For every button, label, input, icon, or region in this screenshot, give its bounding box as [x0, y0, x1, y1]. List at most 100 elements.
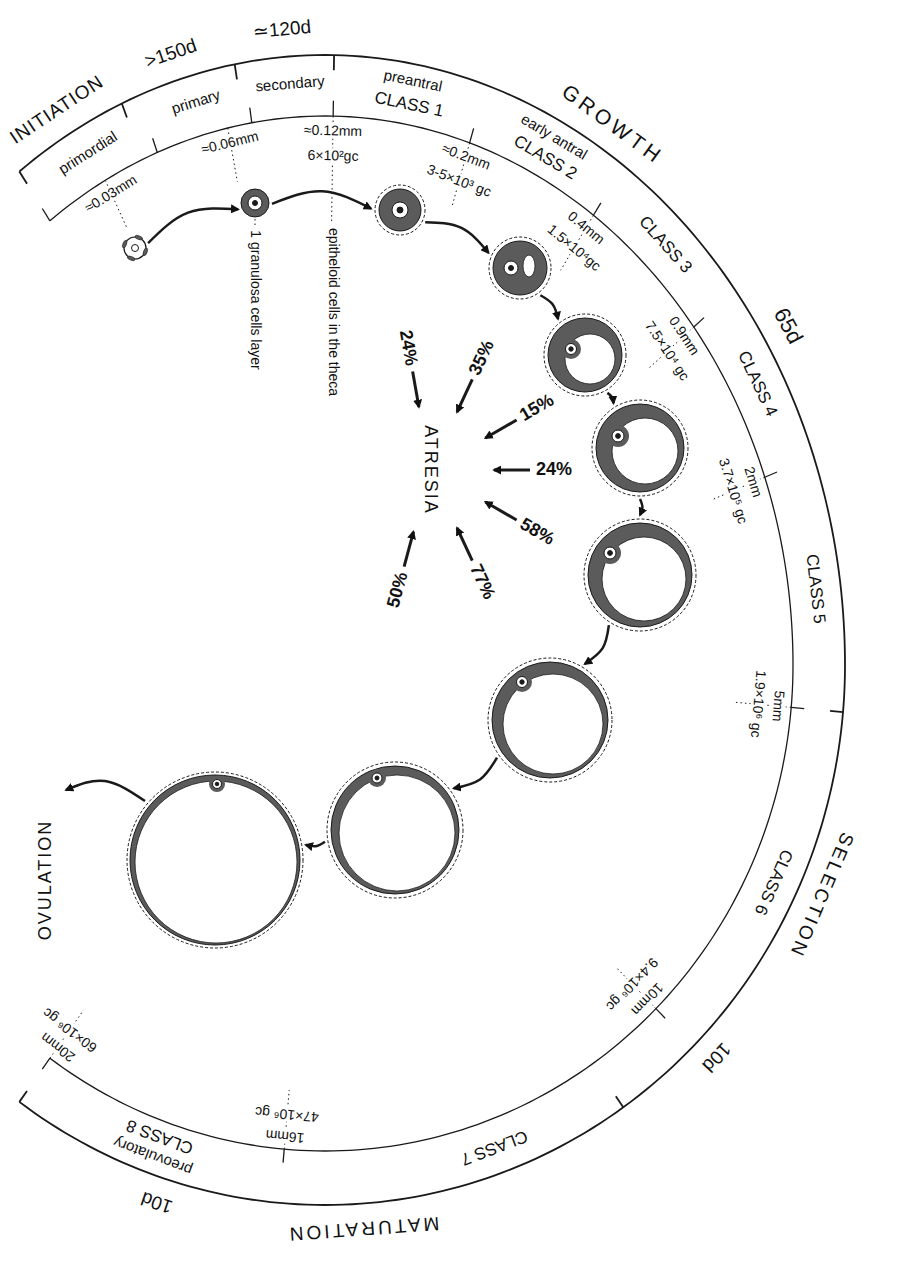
class-tick [42, 209, 50, 221]
outer-bracket-arc [19, 55, 845, 1205]
oocyte [612, 430, 624, 442]
nucleus [215, 782, 219, 786]
size-label: 16mm [263, 1126, 307, 1145]
oocyte [124, 237, 146, 259]
granulosa [588, 523, 692, 627]
ovulation-arrow [66, 781, 145, 801]
duration-label: >150d [142, 35, 199, 72]
atresia-percent: 35% [466, 337, 499, 378]
phase-label: SELECTION [785, 828, 857, 960]
class-tick [283, 1149, 284, 1162]
atresia-percent: 50% [384, 570, 412, 610]
theca [489, 237, 551, 299]
phase-label: INITIATION [7, 72, 108, 149]
theca [375, 185, 425, 235]
cell-count-label: 6×10²gc [305, 147, 360, 164]
class-label: CLASS 6 [750, 846, 796, 917]
cumulus [209, 776, 225, 792]
atresia-arrow [457, 528, 472, 561]
class-label: CLASS 4 [734, 348, 781, 419]
granulosa [596, 404, 684, 492]
growth-arrow [540, 295, 558, 319]
follicle [375, 185, 425, 235]
ovulation-label: OVULATION [36, 820, 56, 941]
note-label: 1 granulosa cells layer [247, 230, 262, 369]
nucleus [569, 347, 573, 351]
granulosa [331, 766, 459, 894]
cumulus [368, 769, 386, 787]
stage-label: primordial [56, 128, 120, 177]
atresia-percent: 58% [517, 514, 558, 549]
dotted-leader [255, 219, 256, 226]
nucleus [397, 207, 403, 213]
follicle [122, 235, 149, 262]
size-label: ≈0.12mm [302, 123, 365, 140]
oocyte [392, 202, 408, 218]
growth-arrows [66, 191, 642, 846]
nucleus [520, 680, 524, 684]
cumulus [599, 542, 621, 564]
class-tick [250, 108, 252, 123]
duration-label: 65d [769, 304, 808, 348]
cumulus [512, 672, 532, 692]
atresia-arrow [494, 469, 530, 472]
granulosa [379, 189, 421, 231]
nucleus [616, 434, 621, 439]
duration-label: ≃120d [252, 16, 312, 42]
bracket-tick [19, 1091, 27, 1102]
antrum [135, 781, 297, 943]
follicle [592, 400, 688, 496]
phase-label: MATURATION [286, 1212, 440, 1244]
granulosa [493, 241, 547, 295]
theca [592, 400, 688, 496]
follicles [122, 185, 696, 948]
class-tick [153, 138, 158, 152]
granulosa [130, 775, 300, 945]
growth-arrow [454, 758, 497, 789]
antrum [523, 255, 535, 277]
theca [127, 772, 303, 948]
antrum [339, 775, 455, 891]
atresia-percent: 24% [396, 328, 422, 367]
cell-count-label: 1.9×10⁶ gc [747, 668, 768, 741]
follicle [489, 237, 551, 299]
growth-arrow [585, 625, 609, 664]
oocyte [604, 547, 616, 559]
bracket-tick [19, 172, 27, 184]
duration-label: 10d [139, 1187, 176, 1217]
oocyte [372, 773, 382, 783]
squamous-cell [142, 247, 148, 256]
class-tick [333, 101, 335, 116]
bracket-tick [235, 64, 237, 79]
atresia-percent: 15% [517, 390, 558, 425]
granulosa [492, 662, 608, 778]
growth-arrow [272, 191, 371, 208]
growth-arrow [148, 208, 238, 243]
note-label: epitheloid cells in the theca [325, 228, 340, 396]
class-tick [42, 1058, 50, 1069]
cell-count-label: 47×10⁶ gc [253, 1103, 322, 1124]
follicle [544, 314, 626, 396]
antrum [602, 537, 686, 621]
squamous-cell [127, 255, 136, 261]
follicle [241, 189, 269, 217]
atresia-percent: 77% [466, 562, 499, 603]
oocyte [248, 196, 262, 210]
follicle [327, 762, 463, 898]
nucleus [253, 201, 258, 206]
theca [544, 314, 626, 396]
theca [488, 658, 612, 782]
class-tick [791, 707, 804, 708]
theca [584, 519, 696, 631]
class-tick [593, 203, 600, 215]
stage-label: primary [170, 87, 223, 118]
atresia-arrow [404, 532, 413, 567]
oocyte [566, 344, 577, 355]
size-label: 5mm [769, 688, 787, 724]
growth-arrow [425, 222, 488, 253]
growth-arrow [607, 393, 613, 403]
theca [327, 762, 463, 898]
oocyte [517, 677, 528, 688]
